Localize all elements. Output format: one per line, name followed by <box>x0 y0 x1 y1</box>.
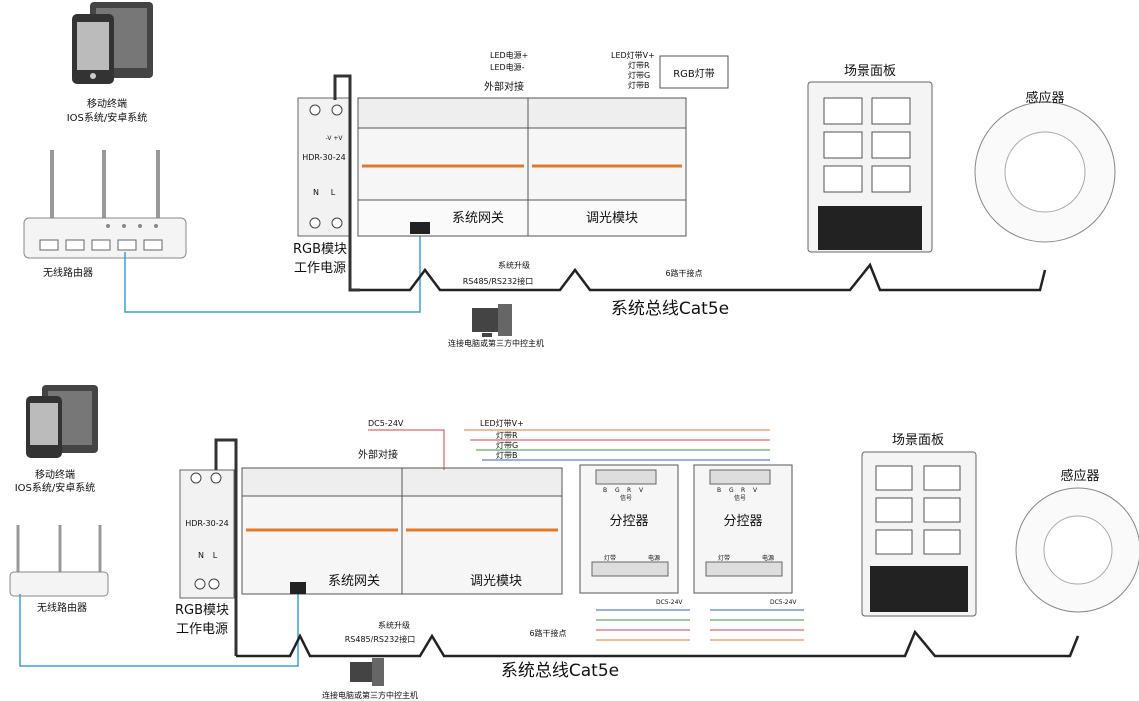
sub2-t2: R <box>741 487 745 494</box>
sensor <box>974 101 1116 243</box>
rgb-strip-box <box>659 55 729 89</box>
computer-label: 连接电脑或第三方中控主机 <box>448 338 544 348</box>
strip2-g: 灯带G <box>496 440 518 450</box>
scene-panel-2 <box>861 451 977 617</box>
gateway2-label: 系统网关 <box>328 574 380 589</box>
power-wire <box>333 74 360 292</box>
sub1-t2: R <box>627 487 631 494</box>
dc-label: DC5-24V <box>368 419 404 428</box>
dc-wire <box>368 429 445 470</box>
mobile2-line2: IOS系统/安卓系统 <box>15 481 96 494</box>
sub1-t3: V <box>639 487 644 494</box>
output-wires <box>596 609 804 641</box>
router-icon <box>23 150 187 259</box>
sub1-t1: G <box>615 487 620 494</box>
sub1-psu: 电源 <box>648 554 660 562</box>
gateway-label: 系统网关 <box>452 211 504 226</box>
sub1-label: 分控器 <box>609 514 648 529</box>
power2-n: N <box>198 551 204 560</box>
power-model: HDR-30-24 <box>302 153 346 162</box>
router2-label: 无线路由器 <box>37 601 87 614</box>
bus-label: 系统总线Cat5e <box>611 299 729 319</box>
strip2-b: 灯带B <box>496 450 518 460</box>
scene-panel2-label: 场景面板 <box>892 433 944 448</box>
network-cable-2 <box>19 594 299 667</box>
computer-icon <box>472 304 512 337</box>
sub2-t1: G <box>729 487 734 494</box>
network-cable <box>124 224 421 313</box>
sub2-strip: 灯带 <box>718 554 730 562</box>
power2-label1: RGB模块 <box>175 603 229 618</box>
sensor-label: 感应器 <box>1025 90 1064 106</box>
mobile-line2: IOS系统/安卓系统 <box>67 111 148 124</box>
sub1-t0: B <box>603 487 607 494</box>
mobile-line1: 移动终端 <box>87 97 127 110</box>
rs485-2-label: RS485/RS232接口 <box>345 634 416 644</box>
power2-model: HDR-30-24 <box>185 519 229 528</box>
gateway-module-2 <box>241 467 403 595</box>
bus2-label: 系统总线Cat5e <box>501 661 619 681</box>
strip2-vplus: LED灯带V+ <box>480 418 524 428</box>
mobile-terminal-icon <box>72 2 153 84</box>
dry-contact-label: 6路干接点 <box>665 268 702 278</box>
dimmer-label: 调光模块 <box>586 211 638 226</box>
dry-contact2-label: 6路干接点 <box>529 628 566 638</box>
dimmer-module-2 <box>401 467 563 595</box>
power2-label2: 工作电源 <box>176 622 228 637</box>
led-power-plus: LED电源+ <box>490 50 528 60</box>
power-label2: 工作电源 <box>294 261 346 276</box>
power2-wire <box>214 438 238 656</box>
upgrade-label: 系统升级 <box>498 260 530 270</box>
computer-icon-2 <box>350 658 384 686</box>
sub-controller-1 <box>579 464 679 594</box>
bus-line-2 <box>236 629 1080 658</box>
scene-panel <box>807 81 933 253</box>
sub2-label: 分控器 <box>723 514 762 529</box>
power-l: L <box>331 188 336 197</box>
strip-r: 灯带R <box>628 60 650 70</box>
power-n: N <box>313 188 319 197</box>
rgb-strip-label: RGB灯带 <box>673 68 715 80</box>
strip-g: 灯带G <box>628 70 650 80</box>
power-supply <box>297 97 352 237</box>
dimmer-module <box>527 97 687 237</box>
router-icon-2 <box>9 525 109 597</box>
sub1-dc24: DC5-24V <box>656 599 683 606</box>
mobile-terminal-icon-2 <box>26 385 98 458</box>
gateway-module <box>357 97 529 237</box>
led-power-minus: LED电源- <box>490 62 525 72</box>
power-vlabel: -V +V <box>326 135 344 142</box>
sub-controller-2 <box>693 464 793 594</box>
router-label: 无线路由器 <box>43 266 93 279</box>
power-label1: RGB模块 <box>293 242 347 257</box>
sensor-2 <box>1015 487 1139 613</box>
external-label: 外部对接 <box>484 80 524 93</box>
sub2-dc24: DC5-24V <box>770 599 797 606</box>
bus-line <box>360 262 1047 292</box>
sub1-strip: 灯带 <box>604 554 616 562</box>
upgrade2-label: 系统升级 <box>378 620 410 630</box>
sub2-t0: B <box>717 487 721 494</box>
external2-label: 外部对接 <box>358 448 398 461</box>
scene-panel-label: 场景面板 <box>844 64 896 79</box>
sub1-signal: 信号 <box>620 494 632 502</box>
strip-b: 灯带B <box>628 80 650 90</box>
sub2-t3: V <box>753 487 758 494</box>
dimmer2-label: 调光模块 <box>470 574 522 589</box>
sensor2-label: 感应器 <box>1060 468 1099 484</box>
power-supply-2 <box>179 469 235 599</box>
strip-vplus: LED灯带V+ <box>611 50 655 60</box>
mobile2-line1: 移动终端 <box>35 468 75 481</box>
computer2-label: 连接电脑或第三方中控主机 <box>322 690 418 700</box>
rs485-label: RS485/RS232接口 <box>463 276 534 286</box>
sub2-signal: 信号 <box>734 494 746 502</box>
sub2-psu: 电源 <box>762 554 774 562</box>
power2-l: L <box>213 551 218 560</box>
strip2-r: 灯带R <box>496 430 518 440</box>
